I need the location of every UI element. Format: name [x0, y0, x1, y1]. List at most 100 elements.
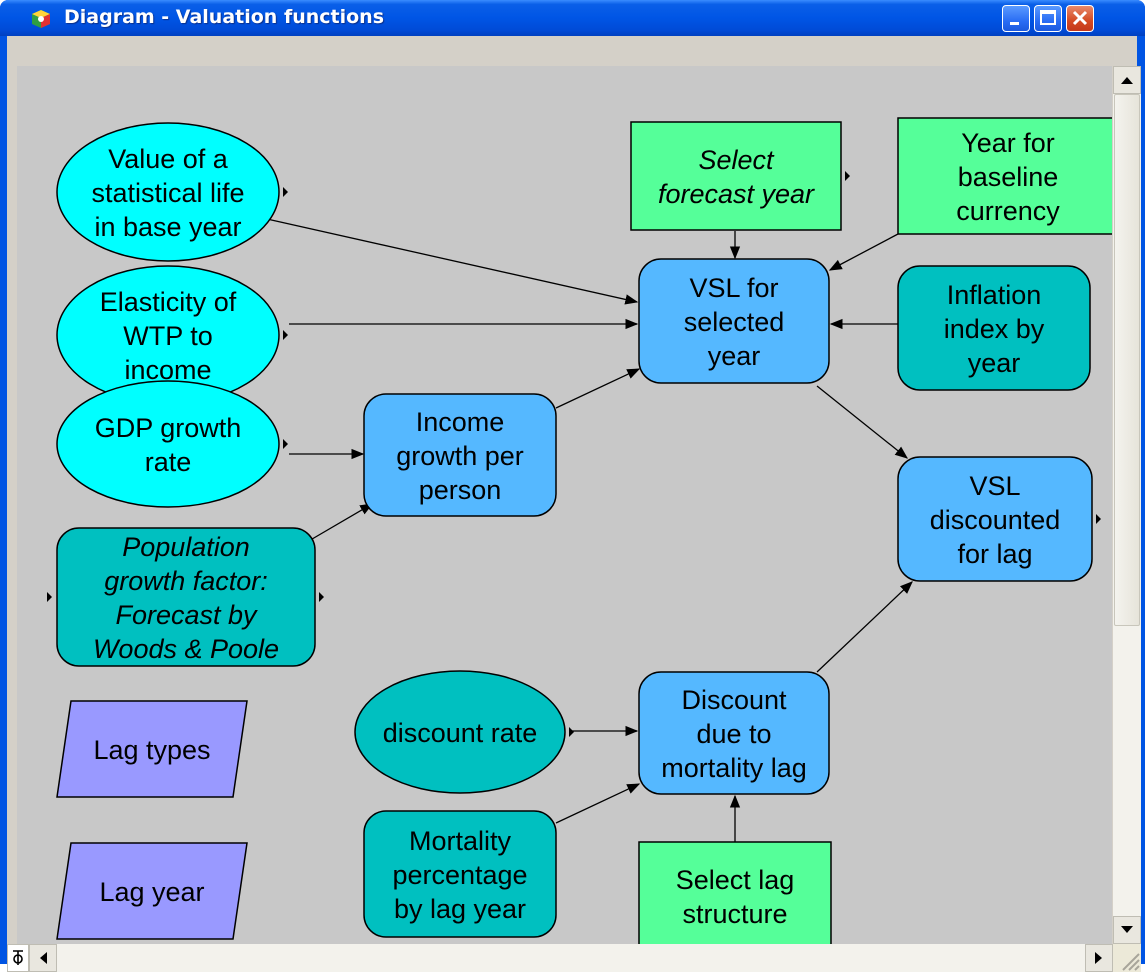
node-label-line: for lag: [957, 539, 1032, 569]
node-label-line: discount rate: [383, 718, 538, 748]
node-label-line: Elasticity of: [100, 287, 237, 317]
node-discount-rate[interactable]: discount rate: [354, 670, 574, 794]
vertical-scroll-thumb[interactable]: [1114, 94, 1140, 626]
output-arrow-icon: [1096, 514, 1101, 524]
node-label-line: selected: [684, 307, 785, 337]
node-shape: [56, 122, 280, 262]
output-arrow-icon: [319, 592, 324, 602]
node-shape: [56, 380, 280, 508]
node-select-lag[interactable]: Select lag structure: [638, 841, 832, 951]
node-shape: [363, 810, 557, 938]
node-label-line: year: [968, 348, 1021, 378]
node-label-line: WTP to: [123, 321, 213, 351]
arrow-year-baseline-to-vsl-selected: [828, 233, 899, 271]
output-arrow-icon: [283, 330, 288, 340]
arrow-discount-lag-to-vsl-discounted: [816, 581, 913, 673]
node-inflation[interactable]: Inflation index by year: [897, 265, 1091, 391]
arrow-vsl-selected-to-vsl-discounted: [816, 385, 909, 459]
node-label-line: currency: [956, 196, 1060, 226]
node-shape: [354, 670, 566, 794]
arrow-population-to-income-growth: [306, 503, 374, 543]
resize-grip[interactable]: [1113, 944, 1141, 972]
node-label-line: due to: [696, 719, 771, 749]
node-discount-lag[interactable]: Discount due to mortality lag: [638, 671, 830, 795]
node-label-line: discounted: [930, 505, 1061, 535]
node-label-line: forecast year: [658, 179, 815, 209]
node-label-line: Select: [698, 145, 775, 175]
title-bar[interactable]: Diagram - Valuation functions: [0, 0, 1145, 36]
node-label-line: year: [708, 341, 761, 371]
scroll-right-icon: [1095, 952, 1102, 964]
scroll-down-button[interactable]: [1113, 916, 1141, 944]
output-arrow-icon: [569, 727, 574, 737]
node-label-line: VSL: [969, 471, 1020, 501]
node-shape: [638, 841, 832, 951]
maximize-button[interactable]: [1034, 5, 1062, 32]
resize-grip-icon: [1122, 953, 1140, 971]
node-label-line: Woods & Poole: [93, 634, 279, 664]
node-label-line: index by: [944, 314, 1045, 344]
node-label-line: Select lag: [676, 865, 795, 895]
node-label-line: Lag year: [99, 877, 204, 907]
node-lag-types[interactable]: Lag types: [56, 700, 248, 798]
node-label-line: percentage: [392, 860, 527, 890]
node-label-line: baseline: [958, 162, 1059, 192]
node-elasticity[interactable]: Elasticity of WTP to income: [56, 265, 288, 405]
maximize-icon: [1040, 10, 1056, 25]
node-shape: [630, 121, 842, 231]
node-label-line: Population: [122, 532, 250, 562]
node-shape: [638, 671, 830, 795]
node-label-line: growth per: [396, 441, 524, 471]
scroll-left-button[interactable]: [29, 944, 57, 972]
node-vsl-discounted[interactable]: VSL discounted for lag: [897, 456, 1101, 582]
scroll-down-icon: [1121, 926, 1133, 933]
node-shape: [56, 700, 248, 798]
horizontal-scrollbar[interactable]: [7, 944, 1113, 972]
node-label-line: growth factor:: [104, 566, 268, 596]
scroll-right-button[interactable]: [1085, 944, 1113, 972]
node-shape: [56, 842, 248, 940]
node-year-baseline[interactable]: Year for baseline currency: [897, 117, 1119, 235]
close-button[interactable]: [1066, 5, 1094, 32]
node-label-line: Income: [416, 407, 505, 437]
minimize-icon: [1010, 22, 1019, 25]
arrow-income-growth-to-vsl-selected: [555, 368, 641, 409]
node-label-line: Inflation: [947, 280, 1042, 310]
node-select-forecast[interactable]: Select forecast year: [630, 121, 850, 231]
node-label-line: income: [124, 355, 211, 385]
arrow-vsl-base-to-vsl-selected: [266, 218, 639, 305]
node-label-line: Discount: [681, 685, 787, 715]
output-arrow-icon: [283, 439, 288, 449]
app-icon: [32, 10, 50, 28]
node-label-line: rate: [145, 447, 192, 477]
node-label-line: mortality lag: [661, 753, 807, 783]
scroll-up-icon: [1121, 77, 1133, 84]
window-title: Diagram - Valuation functions: [64, 6, 385, 28]
node-label-line: statistical life: [91, 178, 244, 208]
scroll-up-button[interactable]: [1113, 66, 1141, 94]
node-label-line: structure: [682, 899, 787, 929]
node-label-line: Value of a: [108, 144, 229, 174]
node-label-line: Mortality: [409, 826, 512, 856]
node-population[interactable]: Population growth factor: Forecast by Woods…: [47, 527, 324, 667]
node-label-line: Forecast by: [115, 600, 258, 630]
node-shape: [897, 117, 1119, 235]
node-label-line: Year for: [961, 128, 1055, 158]
minimize-button[interactable]: [1002, 5, 1030, 32]
node-shape: [638, 258, 830, 384]
node-shape: [897, 456, 1093, 582]
arrow-mortality-pct-to-discount-lag: [555, 783, 641, 824]
tab-marker[interactable]: [7, 944, 29, 972]
output-arrow-icon: [845, 171, 850, 181]
node-shape: [897, 265, 1091, 391]
node-lag-year[interactable]: Lag year: [56, 842, 248, 940]
node-shape: [56, 527, 316, 667]
